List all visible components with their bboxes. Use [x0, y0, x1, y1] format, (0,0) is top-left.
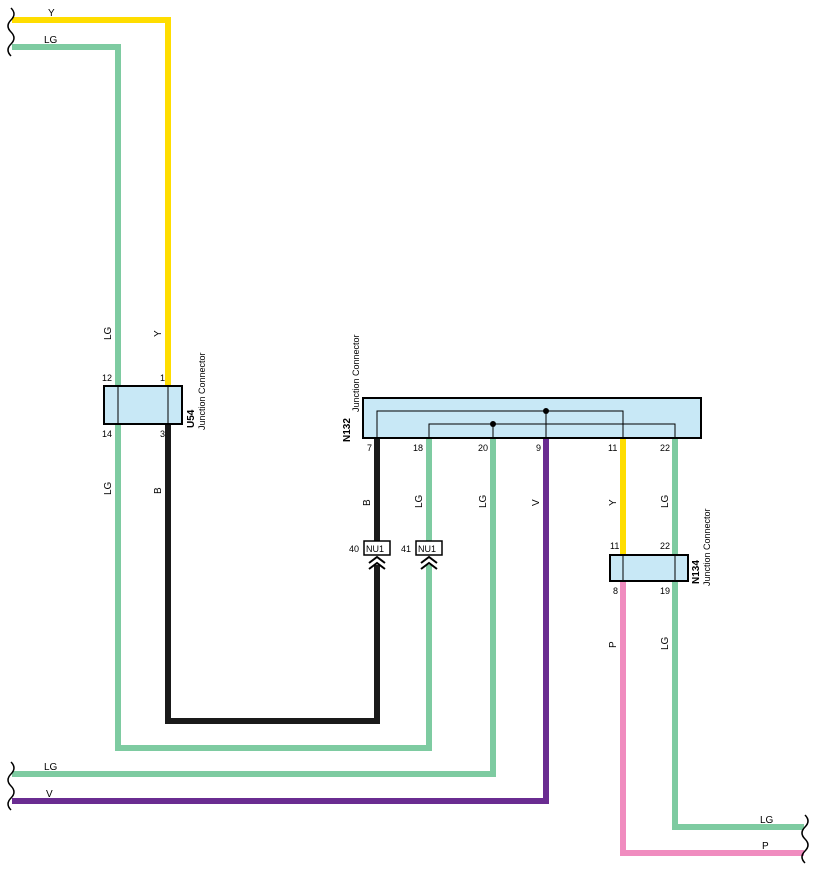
pin-label: 8	[613, 586, 618, 596]
break-mark-left-bottom	[7, 761, 15, 811]
wire-lg-n134-19	[672, 581, 804, 830]
wire-label-n132-lg18: LG	[414, 494, 425, 508]
wire-label-n132-y: Y	[608, 499, 619, 506]
connector-u54-body	[103, 385, 183, 425]
splice-dot	[490, 421, 496, 427]
edge-label-top-y: Y	[48, 8, 55, 19]
connector-n132-internal-bus	[376, 410, 676, 438]
wire-y-top	[12, 17, 171, 386]
pin-label: 1	[160, 373, 165, 383]
connector-n134-name: Junction Connector	[702, 508, 712, 586]
wire-label-u54-b-out: B	[153, 487, 164, 494]
pin-label: 11	[610, 541, 619, 551]
wire-label-n132-lg20: LG	[478, 494, 489, 508]
connector-nu1-40: NU1 40	[349, 540, 391, 570]
wire-label-n134-lg: LG	[660, 636, 671, 650]
pin-label: 11	[608, 443, 617, 453]
connector-nu1-label: NU1	[418, 544, 436, 554]
wire-b-u54-to-nu1	[165, 424, 380, 724]
connector-n132: 7 18 20 9 11 22 N132 Junction Connector	[342, 334, 702, 453]
connector-n132-body	[362, 397, 702, 439]
edge-label-right-p: P	[762, 841, 769, 852]
connector-nu1-body	[415, 540, 443, 556]
connector-nu1-41: NU1 41	[401, 540, 443, 570]
pin-label: 7	[367, 443, 372, 453]
break-mark-left-top	[7, 7, 15, 57]
wire-label-n132-b: B	[362, 499, 373, 506]
connector-u54-code: U54	[186, 409, 197, 428]
wire-label-n132-v: V	[531, 499, 542, 506]
wire-label-u54-y-in: Y	[153, 330, 164, 337]
pin-label: 41	[401, 544, 411, 554]
chevron-connector-icon	[420, 555, 438, 570]
pin-label: 9	[536, 443, 541, 453]
wire-label-u54-lg-out: LG	[103, 481, 114, 495]
pin-label: 3	[160, 429, 165, 439]
pin-label: 20	[478, 443, 488, 453]
connector-nu1-body	[363, 540, 391, 556]
wire-p-n134-8	[620, 581, 804, 856]
wire-lg-top	[12, 44, 121, 386]
connector-u54: 12 1 14 3 U54 Junction Connector	[102, 352, 207, 439]
chevron-connector-icon	[368, 555, 386, 570]
connector-n132-name: Junction Connector	[351, 334, 361, 412]
connector-n132-code: N132	[342, 418, 353, 442]
edge-label-right-lg: LG	[760, 815, 774, 826]
connector-n134-code: N134	[691, 560, 702, 584]
connector-u54-name: Junction Connector	[197, 352, 207, 430]
pin-label: 40	[349, 544, 359, 554]
connector-n134: 11 22 8 19 N134 Junction Connector	[609, 508, 712, 596]
edge-label-bottom-lg: LG	[44, 762, 58, 773]
edge-label-bottom-v: V	[46, 789, 53, 800]
wire-lg-n132-20	[12, 438, 496, 777]
break-mark-right-bottom	[801, 814, 809, 864]
pin-label: 22	[660, 443, 670, 453]
pin-label: 22	[660, 541, 670, 551]
connector-n134-body	[609, 554, 689, 582]
connector-nu1-label: NU1	[366, 544, 384, 554]
pin-label: 12	[102, 373, 112, 383]
wire-label-n132-lg22: LG	[660, 494, 671, 508]
wire-v-n132-9	[12, 438, 549, 804]
pin-label: 14	[102, 429, 112, 439]
pin-label: 19	[660, 586, 670, 596]
wire-label-n134-p: P	[608, 641, 619, 648]
splice-dot	[543, 408, 549, 414]
break-symbols	[7, 7, 809, 864]
edge-label-top-lg: LG	[44, 35, 58, 46]
wire-label-u54-lg-in: LG	[103, 326, 114, 340]
pin-label: 18	[413, 443, 423, 453]
wire-lg-u54-to-nu1	[115, 424, 432, 751]
